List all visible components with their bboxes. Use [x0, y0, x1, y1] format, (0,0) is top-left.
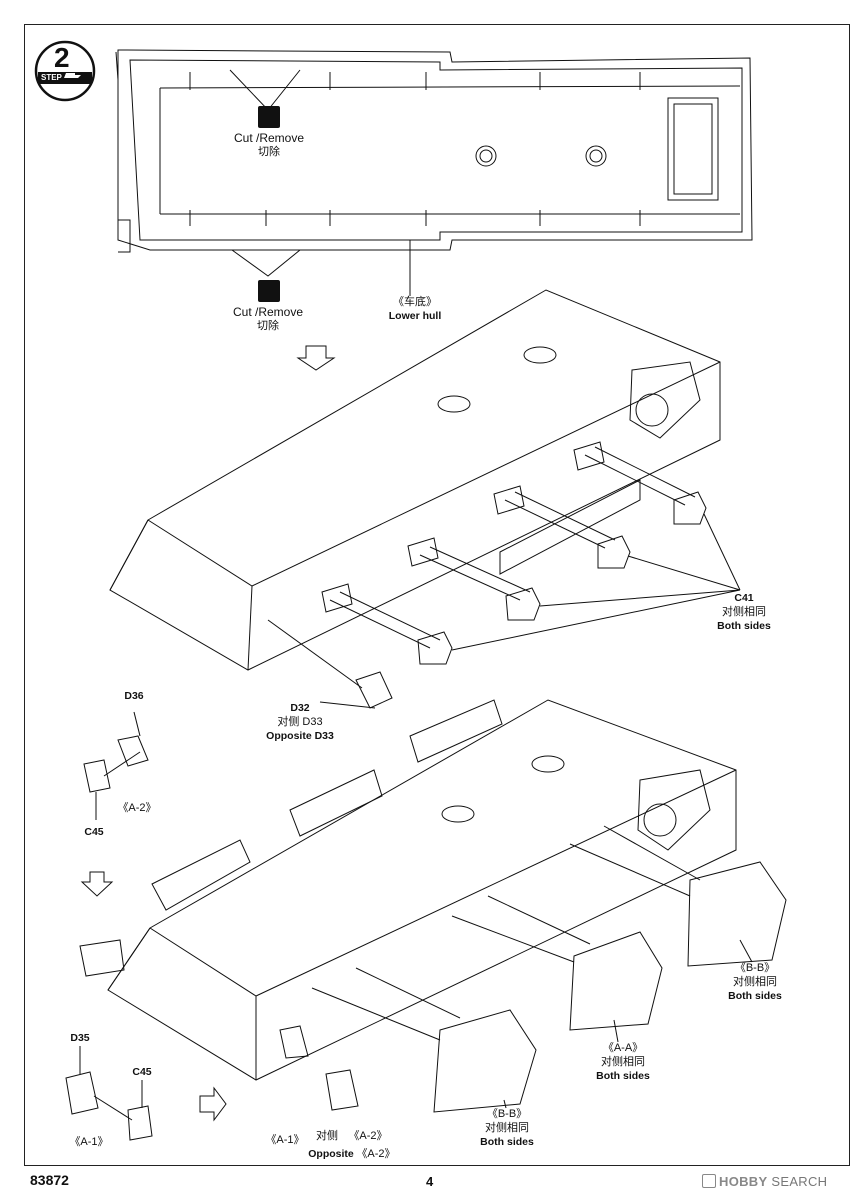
bottom-ref-a1: 《A-1》 — [265, 1134, 305, 1146]
step-label: STEP — [41, 73, 62, 82]
d32-part: D32 — [290, 702, 310, 714]
subassy-a2-bottom: C45 — [84, 826, 104, 838]
watermark: HOBBY SEARCH — [702, 1174, 827, 1189]
cut-bottom-en: Cut /Remove — [232, 305, 304, 319]
subassy-a2-ref: 《A-2》 — [117, 802, 157, 814]
d32-en: Opposite D33 — [266, 730, 334, 742]
watermark-logo-icon — [702, 1174, 716, 1188]
subassy-a1-drawing — [65, 1046, 153, 1141]
c41-zh: 对侧相同 — [722, 606, 766, 618]
step-badge: 2 STEP — [34, 40, 96, 102]
callout-bb-right-ref: 《B-B》 — [734, 962, 776, 974]
callout-bb-right-zh: 对侧相同 — [733, 976, 777, 988]
c41-en: Both sides — [717, 620, 771, 632]
callout-aa-ref: 《A-A》 — [602, 1042, 644, 1054]
down-arrow-2 — [80, 871, 114, 897]
subassy-a2-top: D36 — [124, 690, 144, 702]
hull-iso-lower — [79, 699, 787, 1113]
watermark-brand: HOBBY — [719, 1174, 768, 1189]
cut-bottom-zh: 切除 — [257, 320, 279, 332]
callout-aa-zh: 对侧相同 — [601, 1056, 645, 1068]
right-arrow — [199, 1086, 227, 1122]
cut-top-zh: 切除 — [258, 146, 280, 158]
bottom-ref-a2b: 《A-2》 — [356, 1148, 396, 1160]
cut-remove-icon — [258, 106, 280, 128]
callout-bb-bottom-ref: 《B-B》 — [486, 1108, 528, 1120]
page-frame — [24, 24, 850, 1166]
callout-bb-bottom-en: Both sides — [480, 1136, 534, 1148]
callout-bb-bottom-zh: 对侧相同 — [485, 1122, 529, 1134]
lower-hull-en: Lower hull — [388, 310, 442, 322]
subassy-a1-left: D35 — [70, 1032, 90, 1044]
c41-part: C41 — [734, 592, 754, 604]
down-arrow-1 — [296, 345, 336, 371]
bottom-ref-opp-en: Opposite — [308, 1148, 354, 1160]
d32-zh: 对侧 D33 — [277, 716, 323, 728]
bottom-ref-a2: 《A-2》 — [348, 1130, 388, 1142]
subassy-a1-right: C45 — [132, 1066, 152, 1078]
lower-hull-top-view — [115, 49, 753, 296]
callout-aa-en: Both sides — [596, 1070, 650, 1082]
subassy-a2-drawing — [83, 711, 149, 820]
callout-bb-right-en: Both sides — [728, 990, 782, 1002]
footer-page: 4 — [426, 1174, 434, 1189]
cut-remove-icon — [258, 280, 280, 302]
watermark-word: SEARCH — [771, 1174, 828, 1189]
step-badge-graphic — [34, 40, 96, 102]
bottom-ref-opp-zh: 对侧 — [316, 1130, 338, 1142]
footer-code: 83872 — [30, 1172, 69, 1188]
cut-top-en: Cut /Remove — [233, 131, 305, 145]
step-number: 2 — [54, 42, 70, 73]
lower-hull-zh: 《车底》 — [393, 296, 437, 308]
subassy-a1-ref: 《A-1》 — [69, 1136, 109, 1148]
hull-iso-upper — [109, 289, 741, 709]
